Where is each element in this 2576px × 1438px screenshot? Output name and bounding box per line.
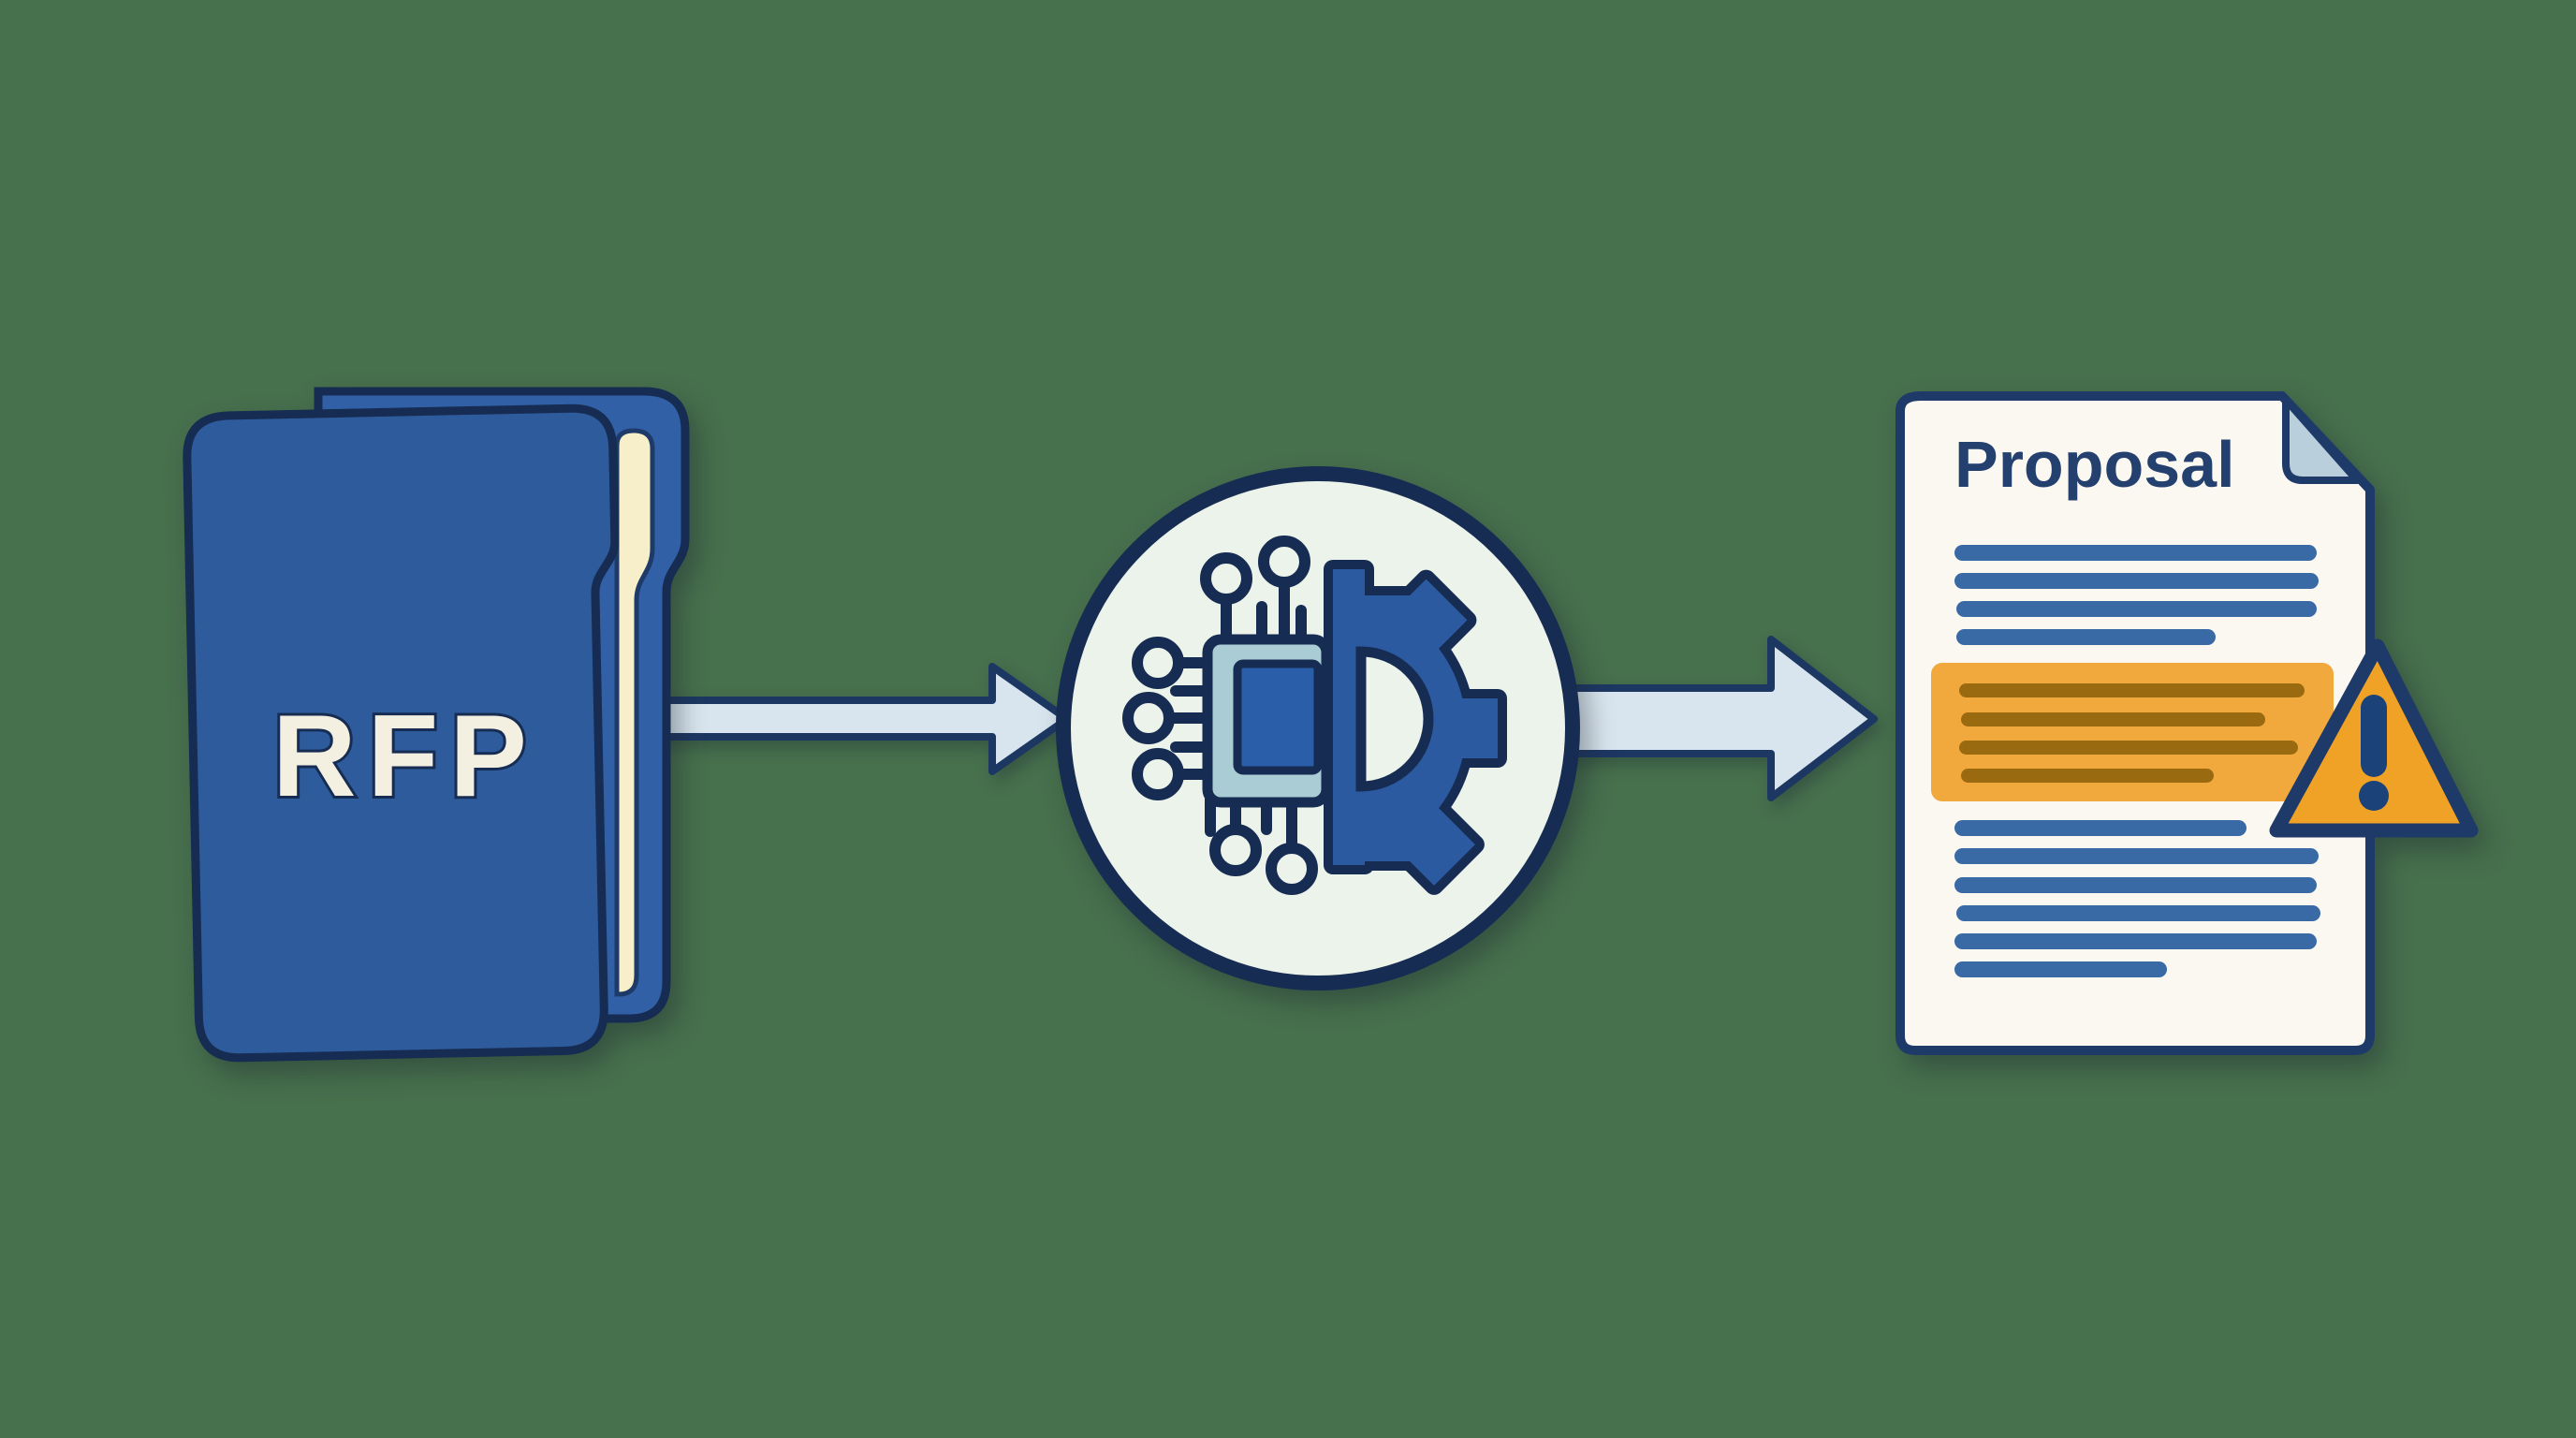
document-text-lines-top [1954,545,2319,645]
gear-notch [1355,646,1434,792]
arrow-right-icon [650,663,1071,775]
chip-core [1233,659,1323,775]
chip-circuit-pins [1122,536,1318,895]
chip-gear-icon [1122,536,1498,895]
text-line [1959,741,2298,755]
rfp-folder: RFP [183,387,690,1063]
text-line [1954,933,2317,949]
text-line [1954,961,2167,977]
text-line [1956,629,2216,645]
text-line [1959,683,2305,697]
gear-half [1333,569,1498,886]
flow-arrow-right [1545,636,1878,801]
text-line [1954,545,2317,561]
arrow-right-icon [1545,636,1878,801]
proposal-document: Proposal [1895,391,2479,1055]
rfp-folder-label: RFP [272,692,538,821]
warning-triangle-icon [2269,638,2479,838]
flow-arrow-left [650,663,1071,775]
ai-processor-badge [1056,466,1580,990]
warning-exclamation-dot [2359,781,2389,811]
page-fold-corner [2282,396,2361,484]
text-line [1954,877,2317,893]
folder-paper-sheet [614,428,655,997]
folder-icon: RFP [183,387,690,1063]
highlighted-text-lines [1959,683,2305,783]
text-line [1961,769,2214,783]
text-line [1954,820,2247,836]
document-icon: Proposal [1895,391,2375,1055]
folder-front-panel [183,404,620,1063]
document-text-lines-bottom [1954,820,2320,977]
document-title: Proposal [1954,428,2235,501]
text-line [1956,905,2320,921]
warning-exclamation-bar [2361,695,2387,777]
text-line [1954,573,2319,589]
text-line [1954,848,2319,864]
text-line [1961,712,2265,726]
text-line [1956,601,2317,617]
